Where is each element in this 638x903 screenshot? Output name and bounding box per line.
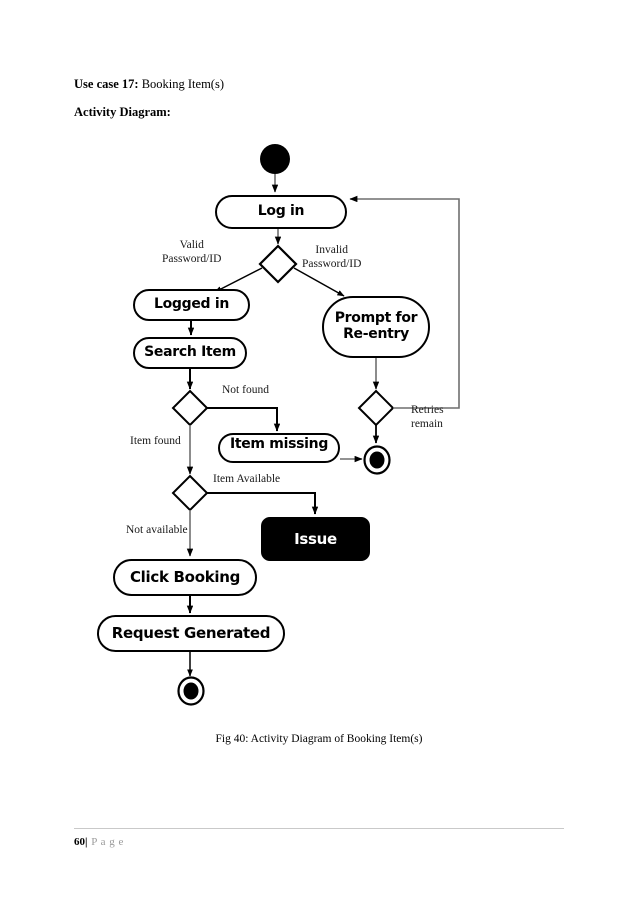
action-node-item-missing[interactable]: Item missing — [218, 433, 340, 463]
footer-divider — [74, 828, 564, 829]
action-node-search-item-label: Search Item — [144, 344, 236, 361]
footer-separator: | — [85, 836, 88, 848]
action-node-login-label: Log in — [257, 203, 305, 220]
figure-caption: Fig 40: Activity Diagram of Booking Item… — [215, 733, 423, 745]
edge-notfound-to-item-missing — [207, 407, 281, 432]
edge-label-retries-remain-line1: Retries — [411, 404, 444, 416]
edge-label-valid-password-line2: Password/ID — [162, 253, 222, 266]
action-node-logged-in-label: Logged in — [153, 296, 230, 313]
edge-label-invalid-password-line2: Password/ID — [302, 258, 362, 271]
action-node-click-booking[interactable]: Click Booking — [113, 559, 257, 596]
edge-label-valid-password: Valid Password/ID — [162, 238, 221, 266]
decision-node-available — [171, 474, 209, 512]
edge-retries-remain-to-login — [349, 195, 460, 409]
activity-diagram-heading: Activity Diagram: — [74, 105, 171, 119]
edge-label-invalid-password: Invalid Password/ID — [302, 243, 361, 271]
action-node-login[interactable]: Log in — [215, 195, 347, 229]
action-node-click-booking-label: Click Booking — [129, 568, 241, 587]
action-node-request-generated[interactable]: Request Generated — [97, 615, 285, 652]
edge-label-item-available: Item Available — [213, 472, 280, 486]
final-node-bottom — [177, 676, 205, 706]
action-node-issue-label: Issue — [294, 529, 337, 548]
edge-label-valid-password-line1: Valid — [179, 239, 204, 251]
edge-label-retries-remain-line2: remain — [411, 418, 443, 431]
action-node-prompt-reentry-line2: Re-entry — [343, 326, 409, 342]
action-node-search-item[interactable]: Search Item — [133, 337, 247, 369]
edge-label-not-found-line1: Not found — [222, 384, 269, 396]
edge-available-to-issue — [207, 492, 319, 515]
edge-label-retries-remain: Retries remain — [411, 403, 444, 431]
action-node-request-generated-label: Request Generated — [111, 624, 271, 643]
action-node-prompt-reentry[interactable]: Prompt for Re-entry — [322, 296, 430, 358]
action-node-item-missing-label: Item missing — [229, 436, 329, 452]
use-case-prefix: Use case 17: — [74, 77, 139, 91]
action-node-issue[interactable]: Issue — [261, 517, 370, 561]
edge-invalid-to-prompt — [293, 267, 345, 297]
footer-page-indicator: 60| P a g e — [74, 836, 124, 848]
edge-label-not-available-line1: Not available — [126, 524, 188, 536]
use-case-heading: Use case 17: Booking Item(s) — [74, 77, 224, 92]
action-node-prompt-reentry-line1: Prompt for — [334, 310, 418, 327]
decision-node-retries — [357, 389, 395, 427]
edge-label-item-found-line1: Item found — [130, 435, 181, 447]
edge-label-item-available-line1: Item Available — [213, 473, 281, 485]
decision-node-login — [258, 244, 298, 284]
final-node-right — [363, 445, 391, 475]
decision-node-found — [171, 389, 209, 427]
edge-label-not-available: Not available — [126, 523, 188, 537]
footer-page-word: P a g e — [91, 836, 124, 848]
use-case-title: Booking Item(s) — [138, 77, 224, 91]
edge-label-not-found: Not found — [222, 383, 269, 397]
initial-node — [260, 144, 290, 174]
footer-page-number: 60 — [74, 836, 85, 848]
edge-valid-to-logged-in — [214, 267, 263, 293]
action-node-logged-in[interactable]: Logged in — [133, 289, 250, 321]
edge-label-item-found: Item found — [130, 434, 181, 448]
edge-label-invalid-password-line1: Invalid — [315, 244, 348, 256]
